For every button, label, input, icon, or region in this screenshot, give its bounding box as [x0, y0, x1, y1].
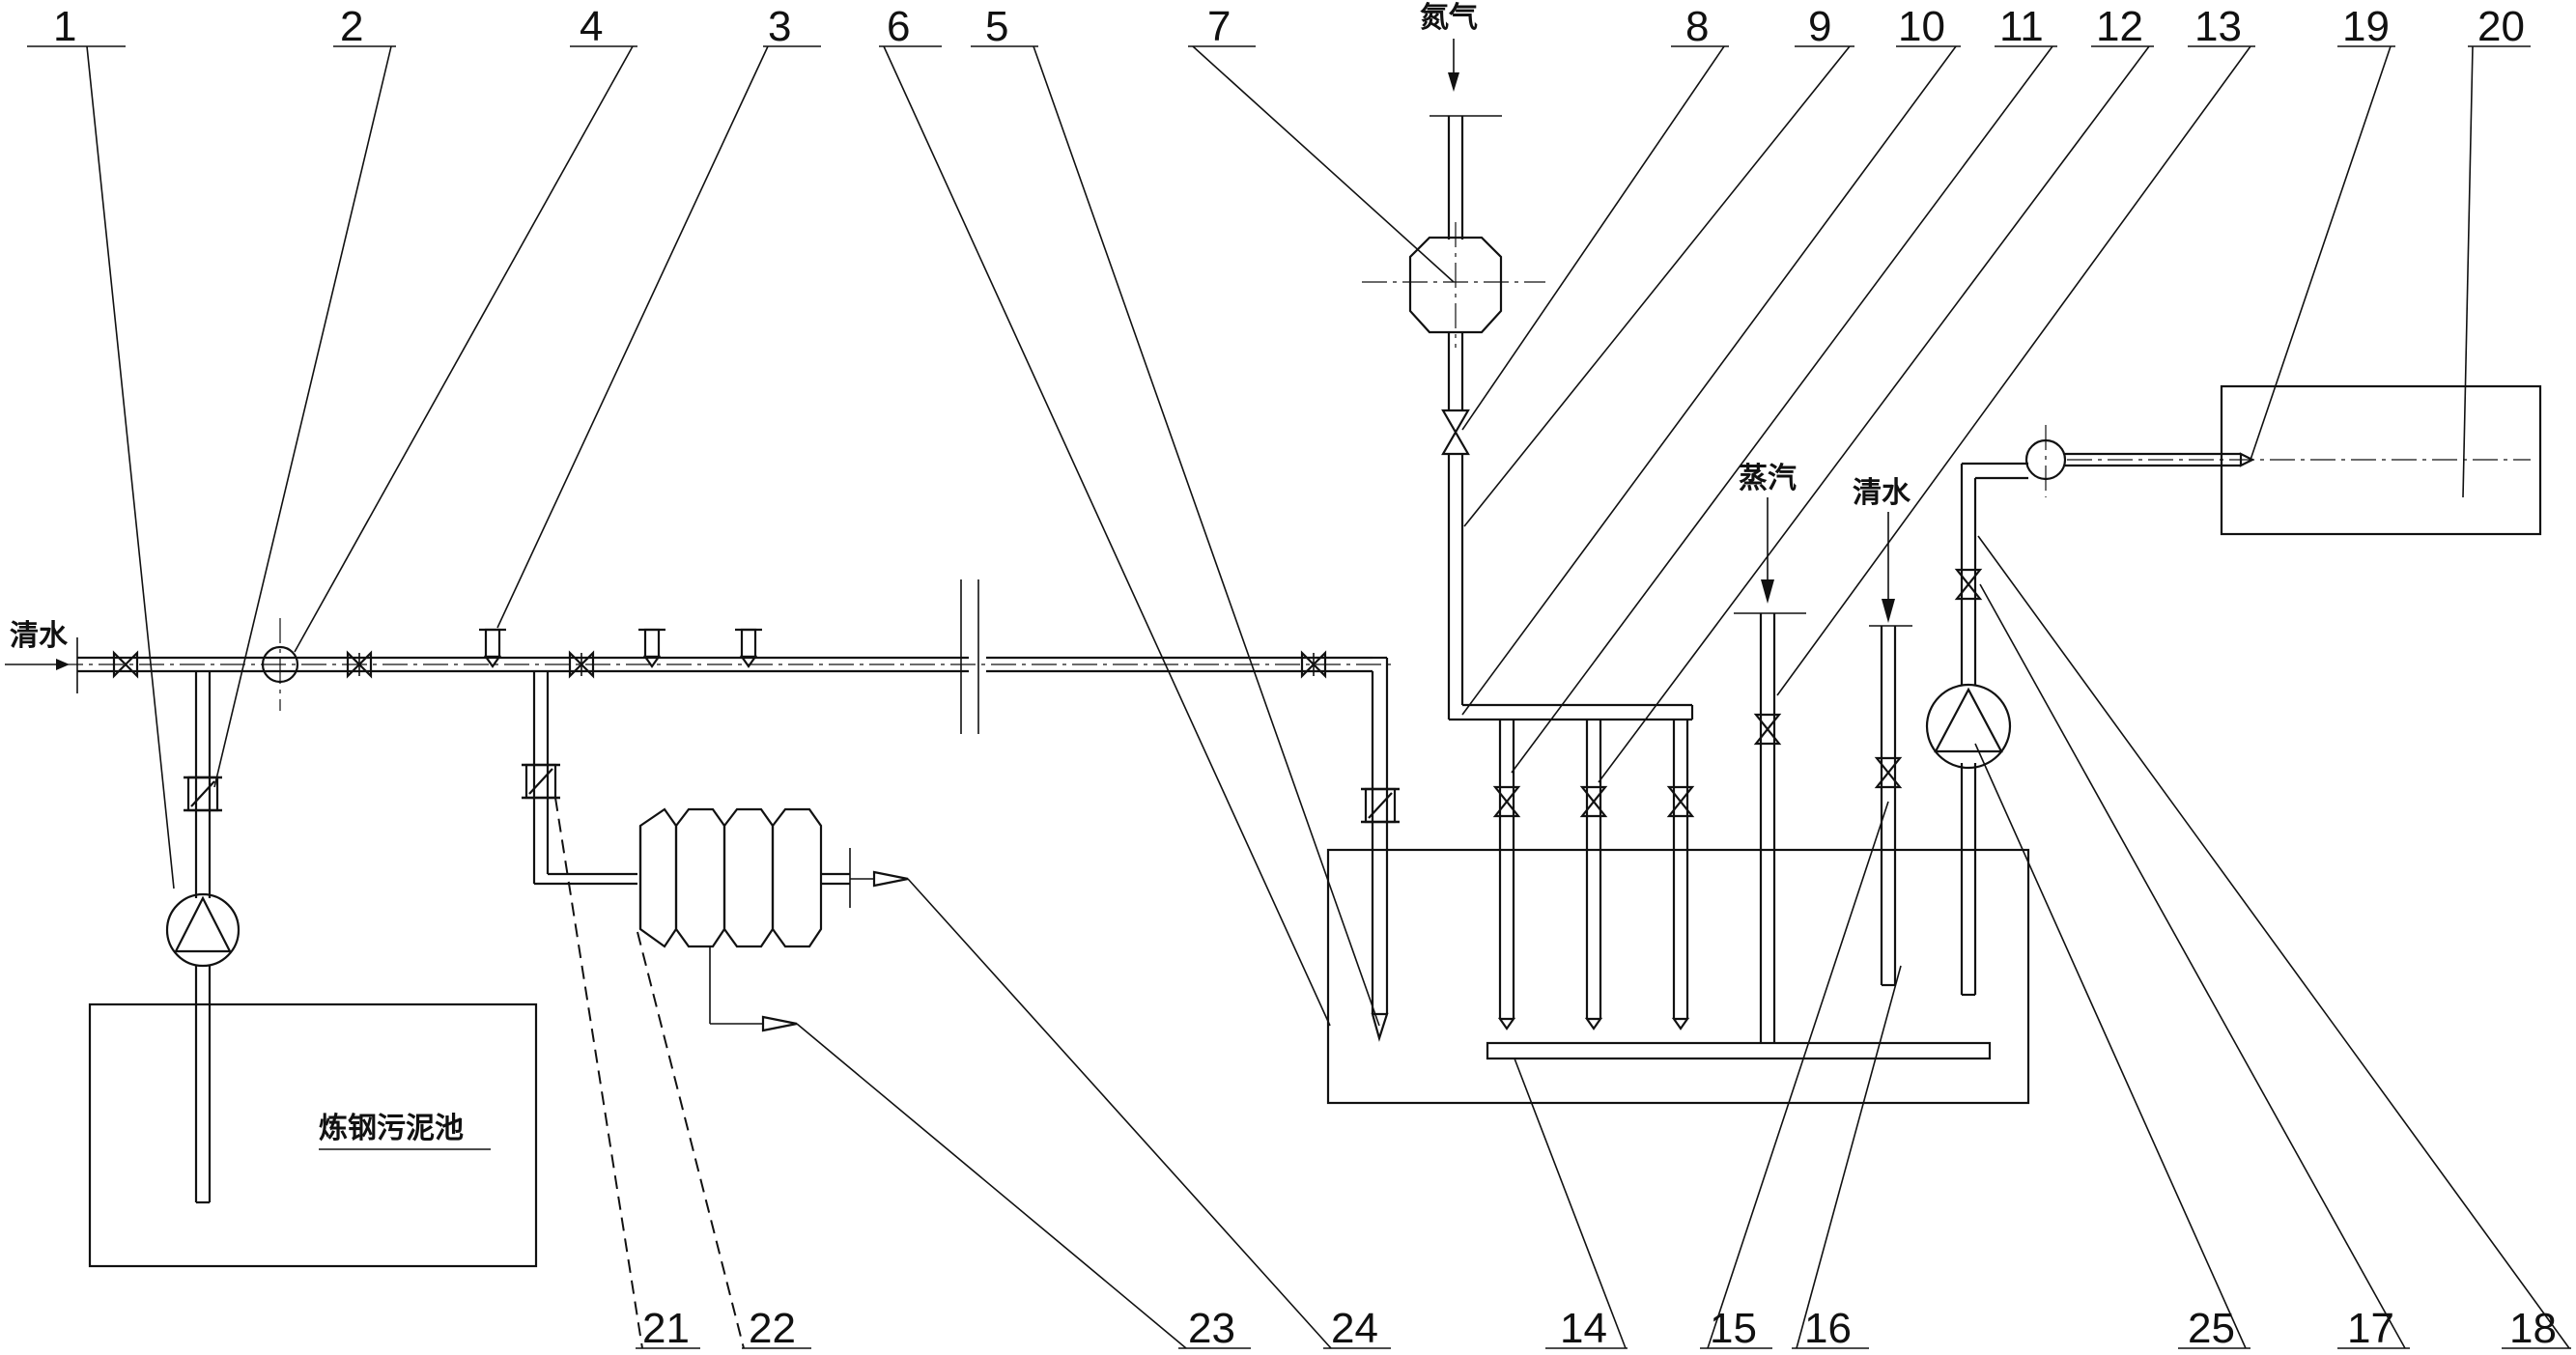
svg-text:11: 11	[1999, 3, 2044, 50]
valve-8	[1441, 409, 1470, 456]
steam-label: 蒸汽	[1739, 462, 1797, 495]
svg-text:14: 14	[1560, 1305, 1607, 1352]
pump-1	[165, 892, 241, 968]
callout-leaders	[27, 45, 2571, 1349]
distribution-pipe-14	[1486, 1041, 1992, 1060]
svg-text:12: 12	[2096, 3, 2143, 50]
svg-text:15: 15	[1710, 1305, 1757, 1352]
flow-meter-4	[261, 618, 299, 711]
check-valve-21	[522, 763, 560, 800]
svg-text:7: 7	[1207, 3, 1231, 50]
water-valve-16	[1874, 756, 1903, 789]
svg-text:9: 9	[1808, 3, 1831, 50]
check-valve-24	[1361, 787, 1400, 824]
nozzle-a	[638, 628, 665, 668]
check-valve-2	[184, 776, 222, 812]
svg-text:8: 8	[1685, 3, 1709, 50]
steam-valve	[1753, 713, 1782, 746]
nitrogen-branch-11	[1579, 720, 1608, 1030]
svg-text:13: 13	[2194, 3, 2242, 50]
svg-text:22: 22	[749, 1305, 796, 1352]
callout-numbers: 1 2 4 3 6 5 7 8 9 10 11 12 13 19 20 21 2…	[53, 3, 2557, 1352]
svg-text:21: 21	[642, 1305, 690, 1352]
valve-17	[1954, 568, 1983, 601]
inlet-valve	[112, 650, 139, 679]
svg-text:3: 3	[768, 3, 791, 50]
svg-text:19: 19	[2342, 3, 2390, 50]
svg-text:16: 16	[1804, 1305, 1852, 1352]
nitrogen-branch-12	[1666, 720, 1695, 1030]
svg-text:6: 6	[887, 3, 910, 50]
flow-meter-out	[2024, 425, 2067, 497]
pump-25	[1925, 683, 2012, 770]
svg-text:10: 10	[1898, 3, 1945, 50]
svg-text:25: 25	[2188, 1305, 2235, 1352]
svg-text:17: 17	[2347, 1305, 2394, 1352]
svg-text:24: 24	[1331, 1305, 1378, 1352]
nitrogen-label: 氮气	[1420, 1, 1478, 35]
nozzle-3	[479, 628, 506, 668]
svg-text:2: 2	[340, 3, 363, 50]
svg-text:5: 5	[985, 3, 1008, 50]
svg-text:4: 4	[580, 3, 603, 50]
tank-20	[2220, 384, 2542, 536]
svg-text:1: 1	[53, 3, 76, 50]
filter-22	[638, 807, 823, 948]
nitrogen-branch-10	[1492, 720, 1521, 1030]
water-inlet-label-right: 清水	[1853, 476, 1911, 510]
gas-flowmeter-7	[1362, 222, 1545, 348]
water-inlet-label-left: 清水	[10, 619, 69, 653]
sludge-pool-label: 炼钢污泥池	[319, 1112, 464, 1145]
svg-text:18: 18	[2509, 1305, 2557, 1352]
main-water-pipe	[58, 579, 1391, 1014]
svg-text:23: 23	[1188, 1305, 1235, 1352]
svg-text:20: 20	[2477, 3, 2525, 50]
sludge-pool	[88, 1002, 538, 1268]
nozzle-b	[735, 628, 762, 668]
reaction-tank	[1326, 848, 2030, 1105]
